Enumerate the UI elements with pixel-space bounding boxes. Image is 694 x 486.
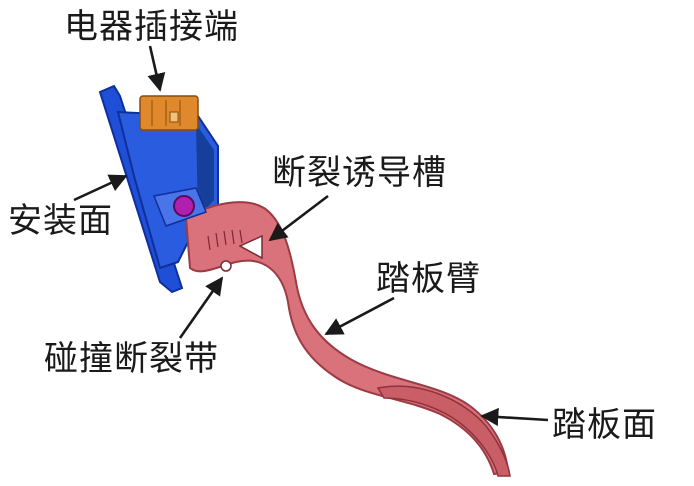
label-mount-face: 安装面 bbox=[8, 201, 113, 241]
bracket-shadow bbox=[196, 124, 214, 218]
arrow-crash bbox=[178, 276, 224, 339]
arrow-groove bbox=[268, 194, 329, 242]
arrow-face bbox=[480, 407, 549, 427]
pivot-bolt bbox=[173, 195, 195, 217]
label-pedal-arm: 踏板臂 bbox=[376, 259, 481, 299]
label-pedal-face: 踏板面 bbox=[552, 405, 657, 445]
pedal-arm bbox=[184, 201, 511, 477]
arrow-connector bbox=[147, 45, 166, 92]
label-connector: 电器插接端 bbox=[64, 7, 239, 47]
label-crash-break-band: 碰撞断裂带 bbox=[44, 339, 219, 379]
arrow-mount bbox=[73, 174, 128, 202]
leader-arrows bbox=[73, 45, 549, 427]
fracture-groove-marks bbox=[207, 229, 243, 251]
pedal-pad bbox=[376, 385, 511, 477]
groove-notch bbox=[238, 234, 263, 260]
crash-band-hole bbox=[220, 260, 232, 272]
electrical-connector bbox=[139, 95, 199, 131]
pivot bbox=[152, 187, 207, 227]
arrow-arm bbox=[324, 296, 395, 336]
connector-body bbox=[139, 95, 199, 131]
label-fracture-groove: 断裂诱导槽 bbox=[272, 153, 447, 193]
